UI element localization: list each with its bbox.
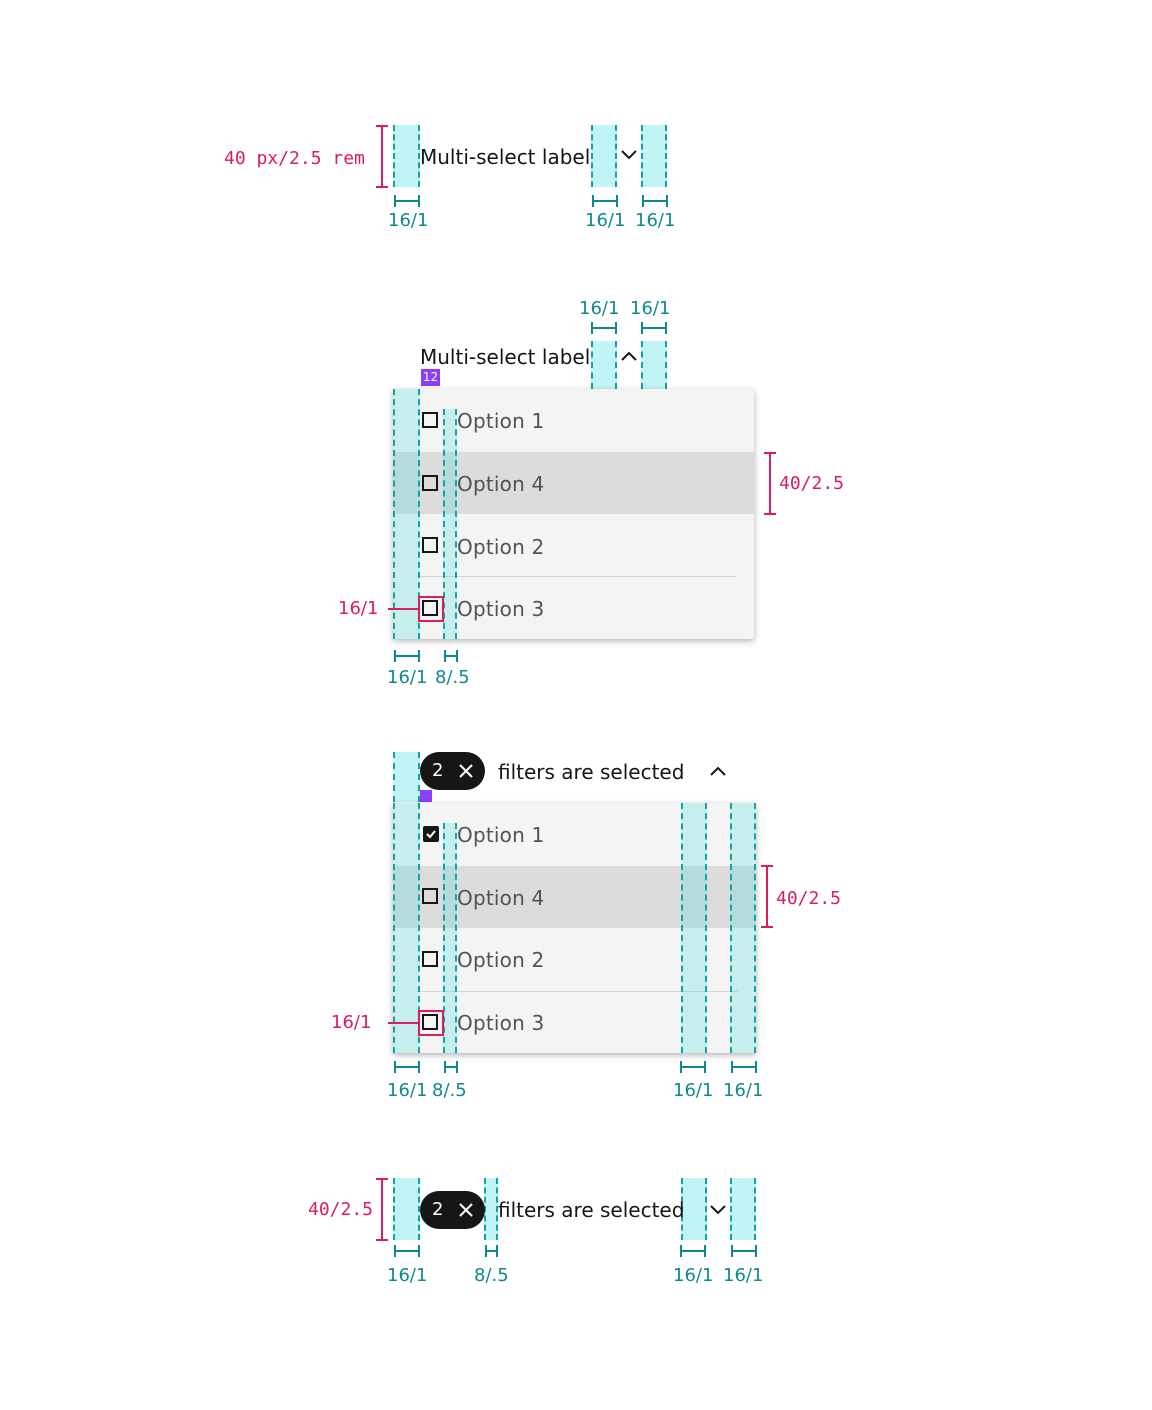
checkbox-icon[interactable]: [422, 888, 438, 904]
spacing-left-pad: [393, 752, 420, 802]
dropdown-menu: [393, 389, 754, 639]
spacing-left-pad: [393, 1178, 420, 1240]
spacing-tag-text-pad: [484, 1178, 498, 1240]
spacing-right-pad: [730, 803, 756, 1053]
close-icon[interactable]: [459, 1203, 473, 1217]
spacing-label: 16/1: [723, 1265, 764, 1286]
dropdown-menu: [393, 803, 756, 1053]
spacing-right-pad: [641, 125, 667, 187]
spacing-left-pad: [393, 803, 420, 1053]
row-height-label: 40/2.5: [776, 888, 842, 909]
spacing-text-caret-pad: [591, 341, 617, 389]
spacing-label: 16/1: [387, 667, 428, 688]
close-icon[interactable]: [459, 764, 473, 778]
spacing-label: 16/1: [630, 298, 671, 319]
chevron-down-icon[interactable]: [709, 1203, 727, 1217]
checkbox-icon[interactable]: [422, 1014, 438, 1030]
row-height-label: 40/2.5: [779, 473, 845, 494]
spacing-label: 16/1: [673, 1080, 714, 1101]
option-label: Option 3: [457, 1011, 545, 1035]
spacing-right-pad: [730, 1178, 756, 1240]
option-label: Option 2: [457, 948, 545, 972]
spacing-left-pad: [393, 125, 420, 187]
option-label: Option 1: [457, 409, 545, 433]
spacing-text-caret-pad: [681, 803, 707, 1053]
spacing-text-caret-pad: [591, 125, 617, 187]
checkbox-icon[interactable]: [422, 537, 438, 553]
spacing-label: 16/1: [387, 1080, 428, 1101]
spacing-left-pad: [393, 389, 420, 639]
option-label: Option 3: [457, 597, 545, 621]
spacing-label: 16/1: [635, 210, 676, 231]
spacing-label: 16/1: [723, 1080, 764, 1101]
multiselect-label[interactable]: Multi-select label: [420, 145, 591, 169]
checkbox-size-redline: [418, 596, 444, 622]
option-label: Option 4: [457, 886, 545, 910]
checkbox-icon[interactable]: [422, 600, 438, 616]
option-label: Option 1: [457, 823, 545, 847]
divider: [417, 991, 738, 992]
checkbox-icon[interactable]: [422, 412, 438, 428]
checkbox-size-label: 16/1: [338, 598, 379, 619]
spacing-label: 16/1: [388, 210, 429, 231]
multiselect-label[interactable]: filters are selected: [498, 1198, 685, 1222]
checkbox-icon[interactable]: [422, 951, 438, 967]
gap-badge: 12: [421, 369, 440, 386]
spacing-text-caret-pad: [681, 1178, 707, 1240]
option-label: Option 2: [457, 535, 545, 559]
spacing-label: 8/.5: [435, 667, 470, 688]
checkbox-checked-icon[interactable]: [423, 826, 439, 842]
checkbox-size-redline: [418, 1010, 444, 1036]
spacing-label: 16/1: [579, 298, 620, 319]
menu-option-hovered[interactable]: [393, 866, 756, 928]
checkbox-icon[interactable]: [422, 475, 438, 491]
gap-marker: [420, 790, 432, 802]
spacing-label: 16/1: [673, 1265, 714, 1286]
chevron-up-icon[interactable]: [620, 349, 638, 363]
height-label: 40 px/2.5 rem: [224, 148, 365, 169]
selection-tag[interactable]: 2: [420, 1191, 485, 1229]
chevron-up-icon[interactable]: [709, 764, 727, 778]
tag-count: 2: [432, 760, 444, 781]
spacing-right-pad: [641, 341, 667, 389]
divider: [417, 576, 736, 577]
spacing-label: 8/.5: [432, 1080, 467, 1101]
option-label: Option 4: [457, 472, 545, 496]
height-label: 40/2.5: [308, 1199, 374, 1220]
spacing-label: 16/1: [387, 1265, 428, 1286]
spacing-checkbox-gap-pad: [443, 823, 457, 1053]
spacing-label: 16/1: [585, 210, 626, 231]
spacing-label: 8/.5: [474, 1265, 509, 1286]
multiselect-label[interactable]: Multi-select label: [420, 345, 591, 369]
tag-count: 2: [432, 1199, 444, 1220]
chevron-down-icon[interactable]: [620, 148, 638, 162]
spacing-checkbox-gap-pad: [443, 409, 457, 639]
checkbox-size-label: 16/1: [331, 1012, 372, 1033]
selection-tag[interactable]: 2: [420, 752, 485, 790]
menu-option-hovered[interactable]: [393, 452, 754, 514]
multiselect-label[interactable]: filters are selected: [498, 760, 685, 784]
